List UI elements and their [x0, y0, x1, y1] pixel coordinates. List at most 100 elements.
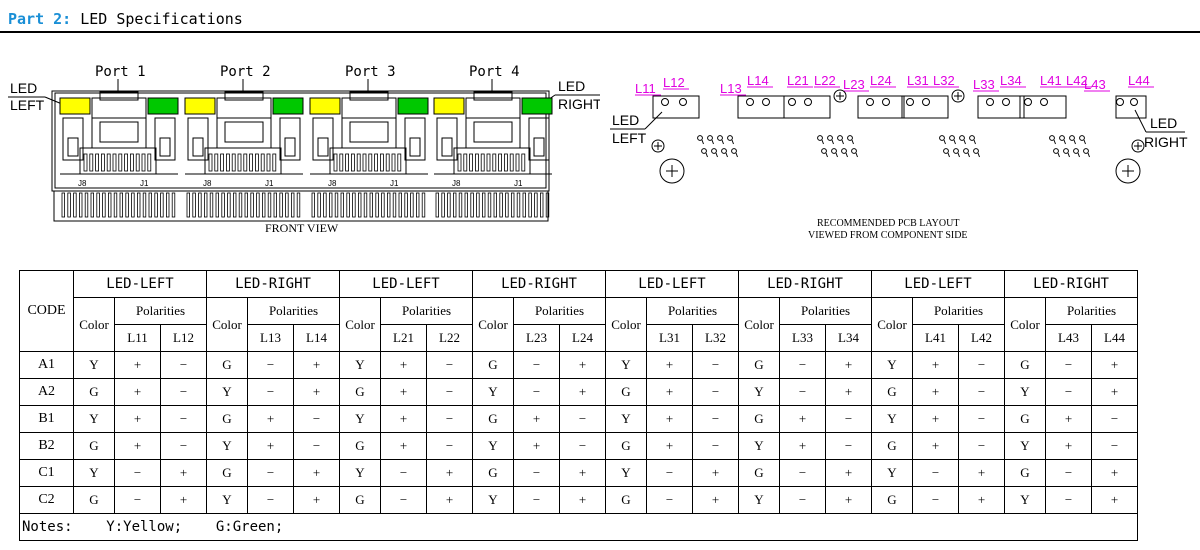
color-cell: Y	[472, 378, 514, 406]
polarity-cell: +	[646, 378, 693, 406]
color-cell: G	[73, 432, 115, 460]
polarity-cell: +	[380, 405, 427, 433]
color-header: Color	[339, 297, 381, 352]
color-cell: G	[73, 486, 115, 514]
led-yellow	[184, 97, 216, 115]
color-cell: G	[73, 378, 115, 406]
polarity-cell: +	[114, 378, 161, 406]
pcb-caption-line2: VIEWED FROM COMPONENT SIDE	[808, 230, 968, 241]
polarities-header: Polarities	[646, 297, 739, 325]
pcb-led-label: L12	[663, 75, 685, 90]
polarity-cell: +	[825, 378, 872, 406]
pin-j1-label: J1	[514, 179, 523, 188]
color-cell: G	[472, 459, 514, 487]
led-column-header: L13	[247, 324, 294, 352]
polarity-cell: +	[380, 351, 427, 379]
color-cell: Y	[206, 486, 248, 514]
pin-j1-label: J1	[265, 179, 274, 188]
polarity-cell: −	[513, 378, 560, 406]
led-column-header: L21	[380, 324, 427, 352]
polarity-cell: −	[513, 351, 560, 379]
led-yellow	[59, 97, 91, 115]
color-cell: G	[472, 351, 514, 379]
color-cell: G	[206, 405, 248, 433]
led-green	[147, 97, 179, 115]
polarity-cell: −	[247, 486, 294, 514]
color-cell: G	[738, 351, 780, 379]
pin-j8-label: J8	[452, 179, 461, 188]
polarity-cell: −	[426, 405, 473, 433]
pcb-led-label: L42	[1066, 73, 1088, 88]
color-header: Color	[206, 297, 248, 352]
color-cell: G	[206, 351, 248, 379]
polarity-cell: +	[1045, 405, 1092, 433]
group-header: LED-RIGHT	[1004, 270, 1138, 298]
polarity-cell: −	[293, 432, 340, 460]
part-number: Part 2:	[8, 10, 72, 28]
led-column-header: L23	[513, 324, 560, 352]
led-column-header: L43	[1045, 324, 1092, 352]
polarity-cell: −	[559, 432, 606, 460]
polarity-cell: +	[958, 459, 1005, 487]
pin-j1-label: J1	[390, 179, 399, 188]
polarity-cell: +	[825, 459, 872, 487]
polarity-cell: +	[114, 351, 161, 379]
polarity-cell: +	[380, 378, 427, 406]
color-cell: G	[339, 432, 381, 460]
polarity-cell: +	[779, 405, 826, 433]
polarity-cell: −	[692, 351, 739, 379]
led-column-header: L22	[426, 324, 473, 352]
polarity-cell: −	[160, 378, 207, 406]
polarity-cell: +	[426, 459, 473, 487]
polarity-cell: +	[293, 486, 340, 514]
pin-j1-label: J1	[140, 179, 149, 188]
pcb-led-label: L43	[1084, 77, 1106, 92]
led-yellow	[433, 97, 465, 115]
color-cell: G	[1004, 459, 1046, 487]
polarity-cell: +	[646, 405, 693, 433]
polarity-cell: −	[958, 378, 1005, 406]
group-header: LED-RIGHT	[472, 270, 606, 298]
polarity-cell: −	[1045, 486, 1092, 514]
color-cell: Y	[206, 432, 248, 460]
group-header: LED-LEFT	[605, 270, 739, 298]
polarity-cell: +	[160, 459, 207, 487]
header-rule	[0, 31, 1200, 33]
polarity-cell: +	[1045, 432, 1092, 460]
led-green	[272, 97, 304, 115]
pcb-led-label: L13	[720, 81, 742, 96]
group-header: LED-LEFT	[73, 270, 207, 298]
led-column-header: L24	[559, 324, 606, 352]
led-green	[521, 97, 553, 115]
polarity-cell: +	[559, 459, 606, 487]
led-right-label-1: LED	[558, 78, 585, 94]
color-cell: Y	[339, 459, 381, 487]
polarity-cell: −	[160, 351, 207, 379]
polarity-cell: −	[692, 378, 739, 406]
polarity-cell: −	[426, 432, 473, 460]
color-cell: G	[1004, 405, 1046, 433]
polarity-cell: −	[912, 459, 959, 487]
polarity-cell: −	[958, 432, 1005, 460]
color-cell: G	[871, 378, 913, 406]
led-column-header: L42	[958, 324, 1005, 352]
color-cell: Y	[73, 459, 115, 487]
color-cell: Y	[605, 405, 647, 433]
section-header: Part 2: LED Specifications	[8, 10, 243, 28]
color-header: Color	[472, 297, 514, 352]
pin-j8-label: J8	[78, 179, 87, 188]
polarity-cell: −	[646, 486, 693, 514]
led-column-header: L34	[825, 324, 872, 352]
led-left-label-2: LEFT	[10, 97, 45, 113]
color-cell: Y	[871, 405, 913, 433]
color-cell: Y	[73, 351, 115, 379]
color-cell: G	[339, 486, 381, 514]
color-cell: Y	[73, 405, 115, 433]
polarity-cell: +	[293, 351, 340, 379]
